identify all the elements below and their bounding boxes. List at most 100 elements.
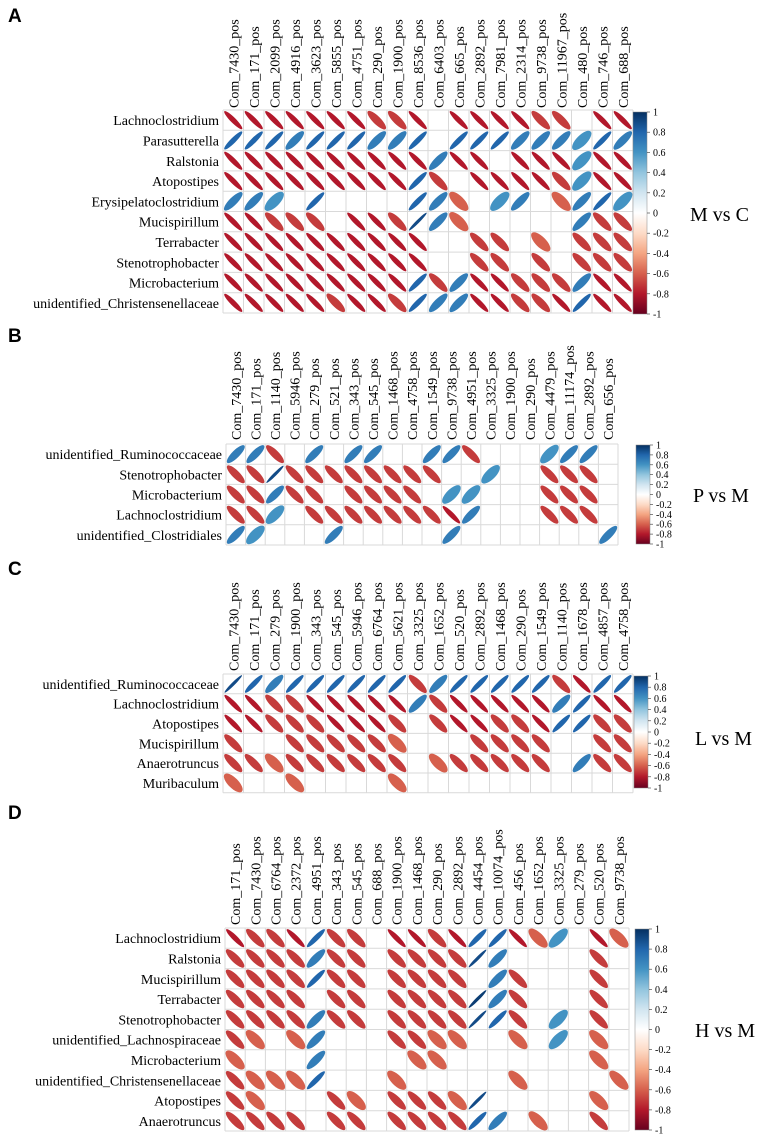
correlation-ellipse <box>367 273 386 292</box>
correlation-ellipse <box>593 293 612 312</box>
correlation-ellipse <box>593 111 612 130</box>
correlation-ellipse <box>245 1070 265 1090</box>
column-label: Com_2314_pos <box>514 19 529 108</box>
correlation-ellipse <box>559 505 579 524</box>
correlation-ellipse <box>468 1010 487 1029</box>
correlation-ellipse <box>528 928 548 948</box>
colorbar-gradient <box>634 928 650 1131</box>
correlation-ellipse <box>266 928 285 948</box>
column-label: Com_279_pos <box>268 589 283 671</box>
correlation-ellipse <box>286 1030 306 1050</box>
correlation-ellipse <box>224 675 243 693</box>
correlation-ellipse <box>449 211 469 232</box>
colorbar-tick-label: 0 <box>654 728 659 739</box>
correlation-ellipse <box>448 969 467 989</box>
correlation-ellipse <box>305 465 324 484</box>
correlation-ellipse <box>488 1111 507 1131</box>
correlation-ellipse <box>552 293 571 312</box>
correlation-ellipse <box>387 949 406 968</box>
correlation-ellipse <box>225 1091 245 1110</box>
colorbar: 10.80.60.40.20-0.2-0.4-0.6-0.8-1 <box>632 108 669 321</box>
correlation-ellipse <box>244 131 263 150</box>
colorbar-tick-label: -1 <box>655 1126 663 1137</box>
correlation-ellipse <box>448 929 467 948</box>
correlation-ellipse <box>264 191 284 212</box>
column-label: Com_11174_pos <box>563 345 578 440</box>
correlation-ellipse <box>572 675 591 693</box>
correlation-ellipse <box>246 465 265 484</box>
column-label: Com_656_pos <box>602 358 617 440</box>
correlation-ellipse <box>593 131 612 150</box>
correlation-ellipse <box>427 1030 447 1050</box>
correlation-ellipse <box>408 111 427 130</box>
column-label: Com_343_pos <box>347 358 362 440</box>
column-label: Com_4857_pos <box>596 582 611 671</box>
correlation-ellipse <box>427 1091 447 1110</box>
colorbar-tick-label: -1 <box>656 540 664 551</box>
correlation-ellipse <box>448 989 467 1009</box>
correlation-ellipse <box>592 232 612 252</box>
correlation-ellipse <box>531 714 550 733</box>
correlation-ellipse <box>511 171 530 191</box>
correlation-ellipse <box>407 1050 427 1070</box>
column-label: Com_1900_pos <box>289 582 304 671</box>
row-label: Parasutterella <box>143 134 220 149</box>
correlation-ellipse <box>510 273 530 292</box>
column-label: Com_343_pos <box>330 843 345 925</box>
correlation-ellipse <box>461 505 481 524</box>
correlation-ellipse <box>286 1070 306 1090</box>
correlation-ellipse <box>347 212 366 231</box>
correlation-ellipse <box>367 753 386 773</box>
correlation-ellipse <box>548 1030 568 1050</box>
correlation-ellipse <box>490 753 509 773</box>
correlation-ellipse <box>490 694 509 713</box>
correlation-ellipse <box>428 273 448 292</box>
column-label: Com_521_pos <box>328 358 343 440</box>
correlation-ellipse <box>428 212 448 231</box>
correlation-ellipse <box>531 293 551 313</box>
correlation-ellipse <box>613 273 632 292</box>
column-label: Com_11967_pos <box>555 13 570 108</box>
correlation-ellipse <box>324 525 343 544</box>
correlation-ellipse <box>613 212 633 231</box>
correlation-ellipse <box>593 734 612 753</box>
correlation-ellipse <box>408 151 427 170</box>
correlation-ellipse <box>408 131 427 150</box>
correlation-ellipse <box>224 714 243 733</box>
correlation-ellipse <box>470 171 489 191</box>
correlation-ellipse <box>427 1050 447 1070</box>
correlation-ellipse <box>613 151 632 170</box>
correlation-ellipse <box>265 273 284 292</box>
correlation-ellipse <box>347 151 366 170</box>
column-label: Com_545_pos <box>330 589 345 671</box>
correlation-ellipse <box>613 191 633 212</box>
correlation-ellipse <box>593 753 612 773</box>
row-label: unidentified_Lachnospiraceae <box>52 1034 221 1049</box>
correlation-ellipse <box>264 753 284 773</box>
correlation-ellipse <box>448 949 467 968</box>
correlation-ellipse <box>613 252 633 272</box>
row-label: Microbacterium <box>129 277 219 292</box>
correlation-ellipse <box>428 192 448 211</box>
correlation-ellipse <box>367 171 386 191</box>
column-label: Com_8536_pos <box>412 19 427 108</box>
colorbar-tick-label: 0.6 <box>655 965 668 976</box>
correlation-ellipse <box>408 171 427 191</box>
correlation-ellipse <box>589 1030 609 1050</box>
correlation-ellipse <box>363 465 383 484</box>
correlation-ellipse <box>266 949 285 968</box>
correlation-ellipse <box>510 131 530 150</box>
correlation-ellipse <box>508 989 528 1009</box>
correlation-ellipse <box>468 990 487 1008</box>
correlation-ellipse <box>388 232 407 252</box>
colorbar-tick-label: -0.2 <box>655 1045 671 1056</box>
grid <box>224 927 630 1132</box>
colorbar-tick-label: -0.2 <box>654 739 670 750</box>
correlation-ellipse <box>468 1111 487 1130</box>
correlation-ellipse <box>388 151 407 170</box>
correlation-ellipse <box>367 232 386 252</box>
correlation-ellipse <box>427 949 447 968</box>
correlation-ellipse <box>347 232 366 252</box>
correlation-ellipse <box>306 171 325 191</box>
